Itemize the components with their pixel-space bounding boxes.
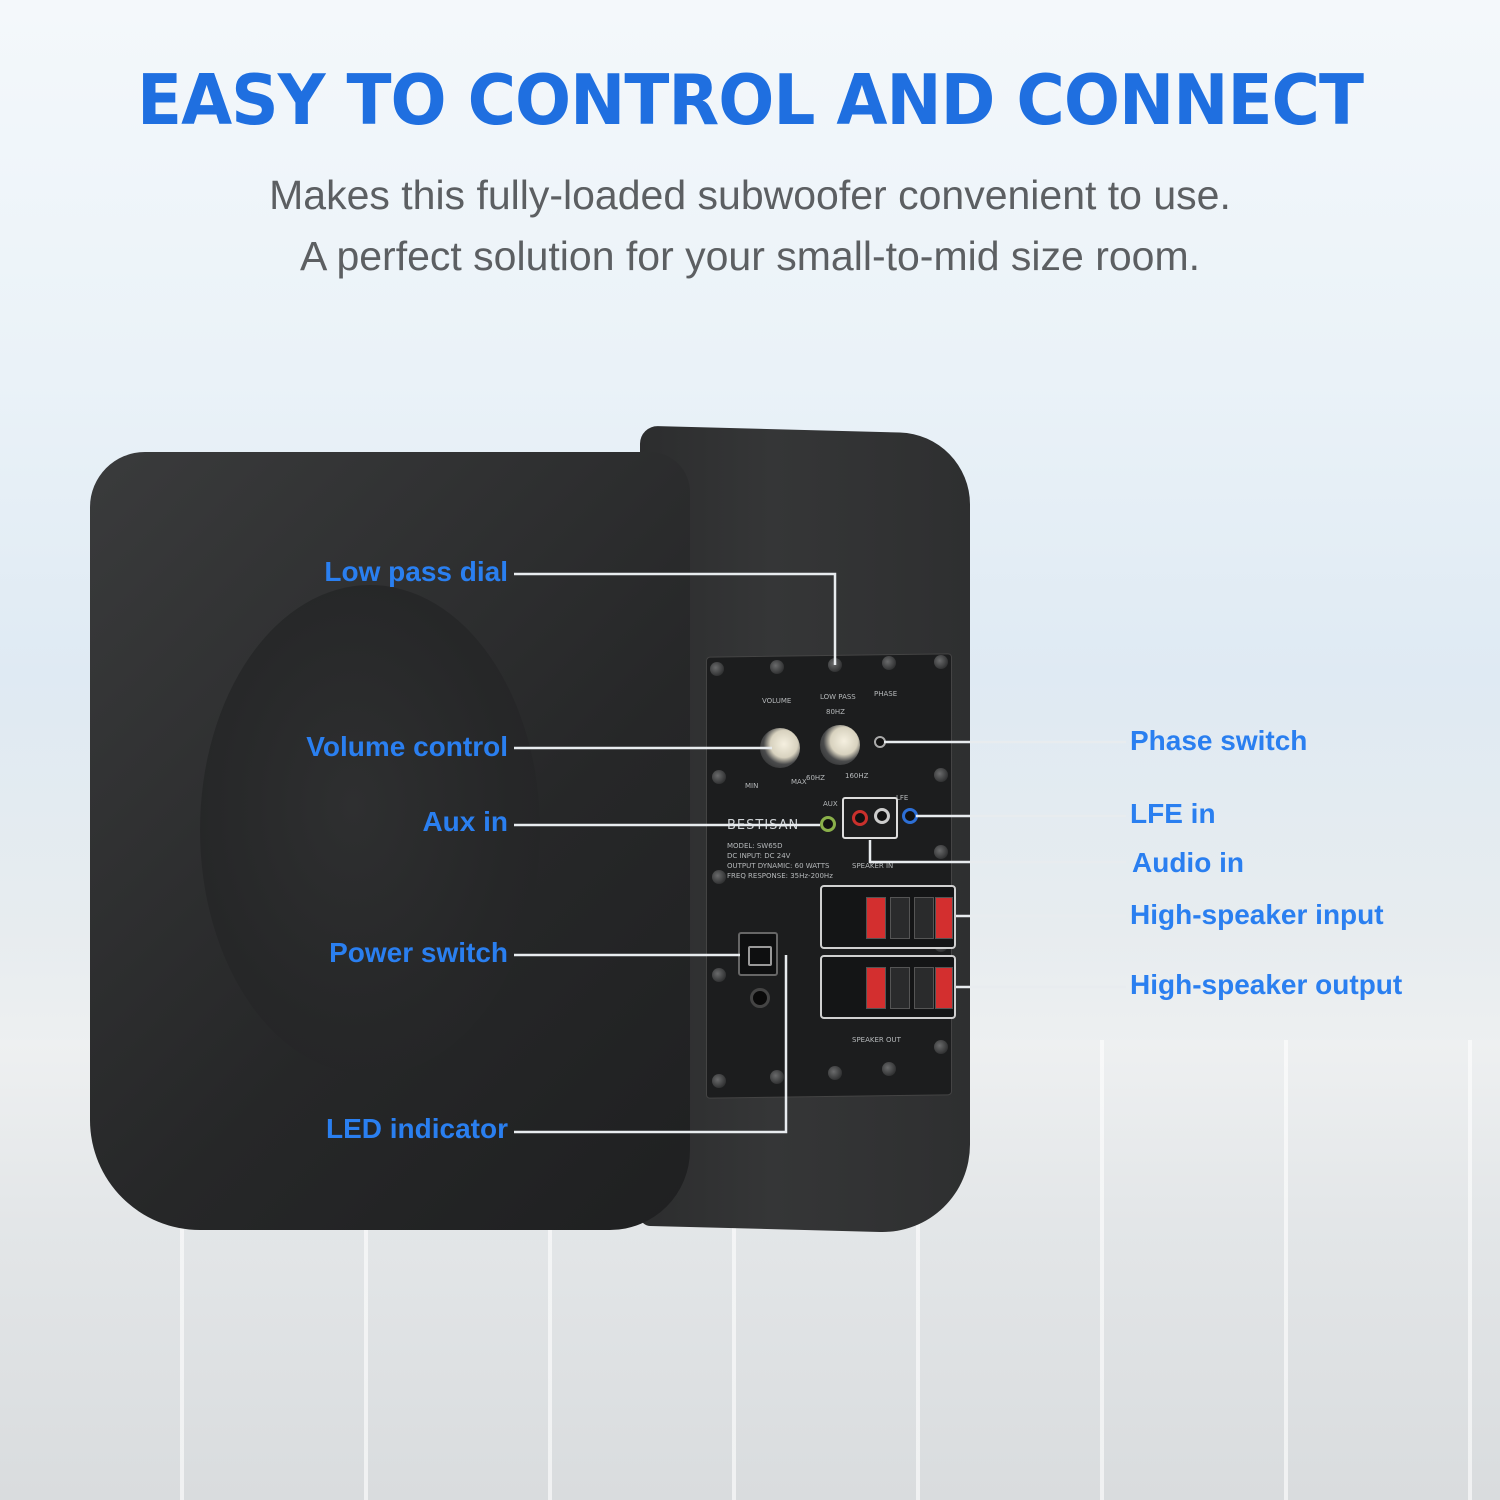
screw-icon: [770, 660, 784, 674]
panel-spec-model: MODEL: SW65D: [727, 842, 783, 850]
rca-red-jack[interactable]: [852, 810, 868, 826]
line-audio: [868, 840, 1126, 864]
subtitle-line-2: A perfect solution for your small-to-mid…: [299, 233, 1201, 279]
callout-led-indicator: LED indicator: [325, 1113, 508, 1144]
panel-label-160hz: 160HZ: [845, 772, 869, 780]
rca-white-jack[interactable]: [874, 808, 890, 824]
screw-icon: [882, 656, 896, 670]
callout-audio-in: Audio in: [1132, 847, 1244, 878]
callout-high-speaker-input: High-speaker input: [1130, 899, 1384, 930]
panel-label-max: MAX: [791, 778, 807, 786]
callout-low-pass-dial: Low pass dial: [324, 556, 508, 587]
screw-icon: [882, 1062, 896, 1076]
dc-power-jack[interactable]: [750, 988, 770, 1008]
aux-jack[interactable]: [820, 816, 836, 832]
line-low-pass: [514, 572, 837, 665]
callout-phase-switch: Phase switch: [1130, 725, 1308, 756]
panel-spec-output: OUTPUT DYNAMIC: 60 WATTS: [727, 862, 830, 870]
screw-icon: [934, 768, 948, 782]
speaker-clip[interactable]: [866, 967, 886, 1009]
subtitle-line-1: Makes this fully-loaded subwoofer conven…: [269, 172, 1231, 218]
screw-icon: [770, 1070, 784, 1084]
panel-label-phase: PHASE: [874, 690, 898, 698]
speaker-clip[interactable]: [890, 967, 910, 1009]
screw-icon: [712, 968, 726, 982]
panel-label-80hz: 80HZ: [826, 708, 845, 716]
speaker-clip[interactable]: [890, 897, 910, 939]
panel-label-speaker-out: SPEAKER OUT: [852, 1036, 901, 1044]
speaker-clip[interactable]: [935, 967, 953, 1009]
panel-spec-freq: FREQ RESPONSE: 35Hz-200Hz: [727, 872, 833, 880]
speaker-clip[interactable]: [935, 897, 953, 939]
screw-icon: [934, 845, 948, 859]
low-pass-knob[interactable]: [820, 725, 860, 765]
panel-label-volume: VOLUME: [762, 697, 792, 705]
callout-aux-in: Aux in: [422, 806, 508, 837]
page-title: EASY TO CONTROL AND CONNECT: [137, 60, 1364, 141]
screw-icon: [712, 1074, 726, 1088]
speaker-clip[interactable]: [914, 897, 934, 939]
panel-label-low-pass: LOW PASS: [820, 693, 856, 701]
screw-icon: [934, 655, 948, 669]
high-speaker-output-terminal[interactable]: [820, 955, 956, 1019]
rca-audio-in-box: [842, 797, 898, 839]
line-led: [514, 955, 788, 1134]
callout-power-switch: Power switch: [329, 937, 508, 968]
screw-icon: [712, 870, 726, 884]
screw-icon: [710, 662, 724, 676]
speaker-grille: [200, 585, 540, 1075]
speaker-clip[interactable]: [866, 897, 886, 939]
callout-lfe-in: LFE in: [1130, 798, 1216, 829]
high-speaker-input-terminal[interactable]: [820, 885, 956, 949]
panel-label-speaker-in: SPEAKER IN: [852, 862, 894, 870]
panel-label-aux: AUX: [823, 800, 838, 808]
callout-high-speaker-output: High-speaker output: [1130, 969, 1403, 1000]
panel-label-lfe: LFE: [896, 794, 909, 802]
screw-icon: [934, 1040, 948, 1054]
panel-spec-dc-input: DC INPUT: DC 24V: [727, 852, 791, 860]
screw-icon: [712, 770, 726, 784]
panel-label-min: MIN: [745, 782, 759, 790]
screw-icon: [828, 1066, 842, 1080]
callout-volume-control: Volume control: [306, 731, 508, 762]
panel-label-60hz: 60HZ: [806, 774, 825, 782]
speaker-clip[interactable]: [914, 967, 934, 1009]
